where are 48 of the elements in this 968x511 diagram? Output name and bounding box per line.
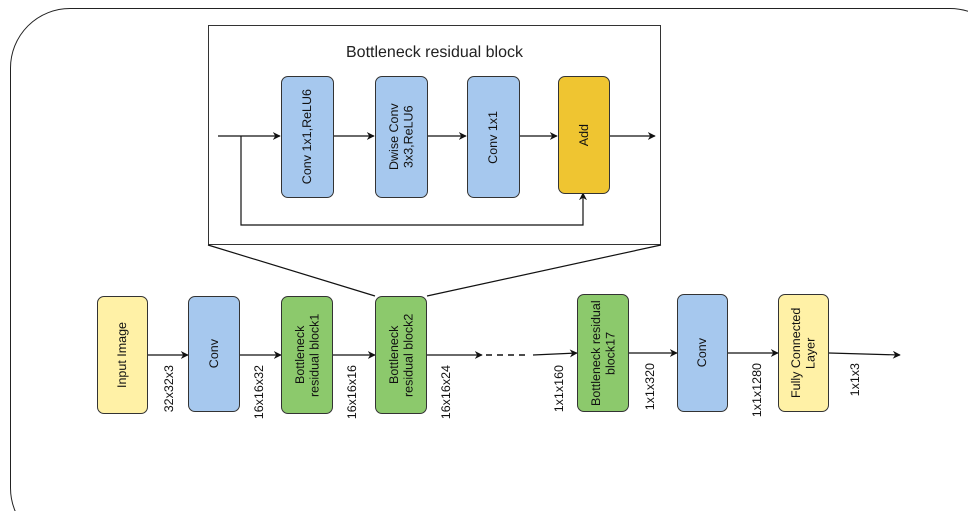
layer-box [677, 294, 728, 412]
arrow [240, 351, 282, 359]
edge-label: 16x16x32 [252, 365, 266, 420]
node-label: Dwise Conv 3x3,ReLU6 [387, 102, 416, 172]
edge-label: 1x1x320 [643, 363, 657, 410]
arrow [609, 132, 656, 140]
inset-panel [208, 25, 661, 245]
arrow [629, 349, 678, 357]
layer-box [281, 76, 334, 198]
arrow [519, 132, 558, 140]
arrow [333, 132, 375, 140]
arrow [148, 351, 189, 359]
layer-box [467, 76, 520, 198]
add-box [558, 76, 610, 194]
panel-title: Bottleneck residual block [345, 44, 524, 62]
node-label: Conv 1x1 [486, 110, 501, 164]
node-label: Bottleneck residual block17 [588, 300, 618, 406]
arrow [728, 349, 779, 357]
edge-label: 1x1x3 [848, 363, 862, 396]
layer-box [281, 296, 333, 414]
node-label: Add [576, 124, 592, 146]
edge-label: 1x1x1280 [750, 363, 764, 418]
node-label: Conv 1x1,ReLU6 [300, 89, 315, 185]
node-label: Conv [695, 338, 710, 368]
arrow [333, 351, 376, 359]
arrow [532, 349, 578, 358]
layer-box [375, 296, 427, 414]
layer-box [778, 294, 829, 412]
layer-box [188, 296, 240, 412]
layer-box [577, 294, 629, 412]
edge-label: 16x16x24 [439, 365, 453, 420]
edge-label: 1x1x160 [552, 365, 566, 412]
edge-label: 32x32x3 [162, 365, 176, 412]
node-label: Conv [206, 339, 222, 369]
layer-box [97, 296, 148, 414]
arrow [427, 132, 467, 140]
arrow [240, 136, 587, 226]
zoom-line [208, 244, 376, 297]
arrow [218, 132, 281, 140]
node-label: Input Image [115, 322, 130, 388]
zoom-line [426, 244, 662, 297]
edge-label: 16x16x16 [345, 365, 359, 420]
layer-box [375, 76, 428, 198]
node-label: Bottleneck residual block2 [386, 312, 416, 399]
arrow [427, 351, 483, 359]
node-label: Bottleneck residual block1 [292, 312, 322, 399]
arrow [828, 350, 901, 359]
node-label: Fully Connected Layer [789, 306, 818, 400]
